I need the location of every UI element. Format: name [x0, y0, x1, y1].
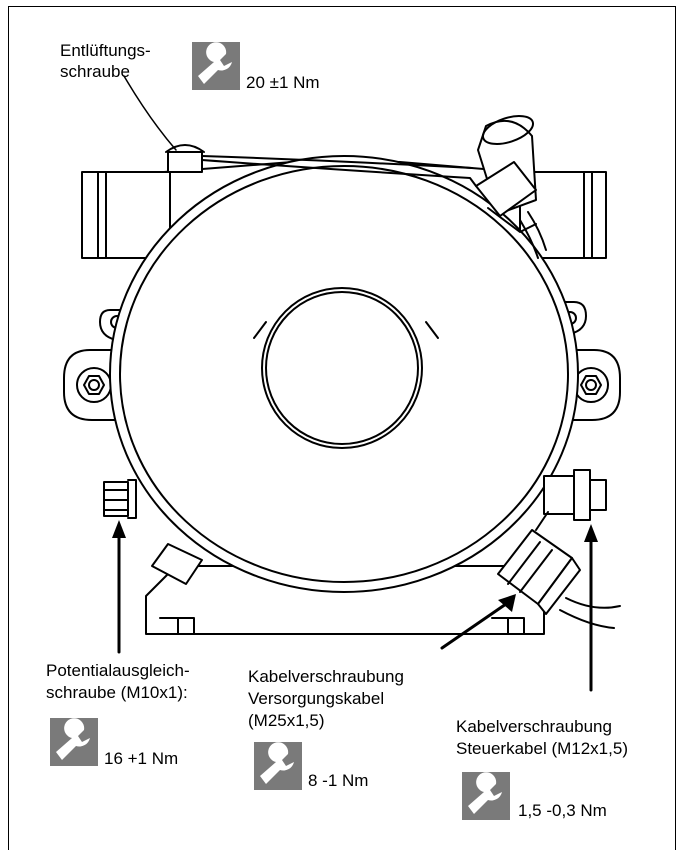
supply-gland-label-line2: Versorgungskabel — [248, 689, 385, 708]
wrench-icon — [254, 742, 302, 790]
wrench-icon — [462, 772, 510, 820]
potential-screw-label-line2: schraube (M10x1): — [46, 683, 188, 702]
potential-screw-torque: 16 +1 Nm — [104, 749, 179, 768]
wrench-icon — [50, 718, 98, 766]
potential-screw — [103, 479, 137, 519]
lower-left-bracket — [151, 543, 203, 585]
callout-arrows — [117, 532, 593, 692]
wrench-icon — [192, 42, 240, 90]
supply-cable-gland — [497, 529, 621, 629]
vent-screw-torque: 20 ±1 Nm — [246, 73, 320, 92]
supply-gland-torque: 8 -1 Nm — [308, 771, 369, 790]
control-gland-torque: 1,5 -0,3 Nm — [518, 801, 607, 820]
potential-screw-label-line1: Potentialausgleich- — [46, 661, 190, 680]
main-housing — [109, 155, 579, 593]
vent-screw-label-line1: Entlüftungs- — [60, 41, 151, 60]
leader-lines — [123, 75, 177, 151]
supply-gland-label-line3: (M25x1,5) — [248, 711, 325, 730]
control-cable-gland — [535, 469, 607, 531]
left-lug — [63, 349, 121, 421]
vent-screw — [165, 144, 477, 187]
control-gland-label-line2: Steuerkabel (M12x1,5) — [456, 739, 628, 758]
figure-frame — [8, 6, 676, 850]
supply-gland-label-line1: Kabelverschraubung — [248, 667, 404, 686]
arrow-heads — [112, 520, 598, 612]
top-right-connector — [475, 115, 547, 259]
vent-screw-label-line2: schraube — [60, 62, 130, 81]
control-gland-label-line1: Kabelverschraubung — [456, 717, 612, 736]
